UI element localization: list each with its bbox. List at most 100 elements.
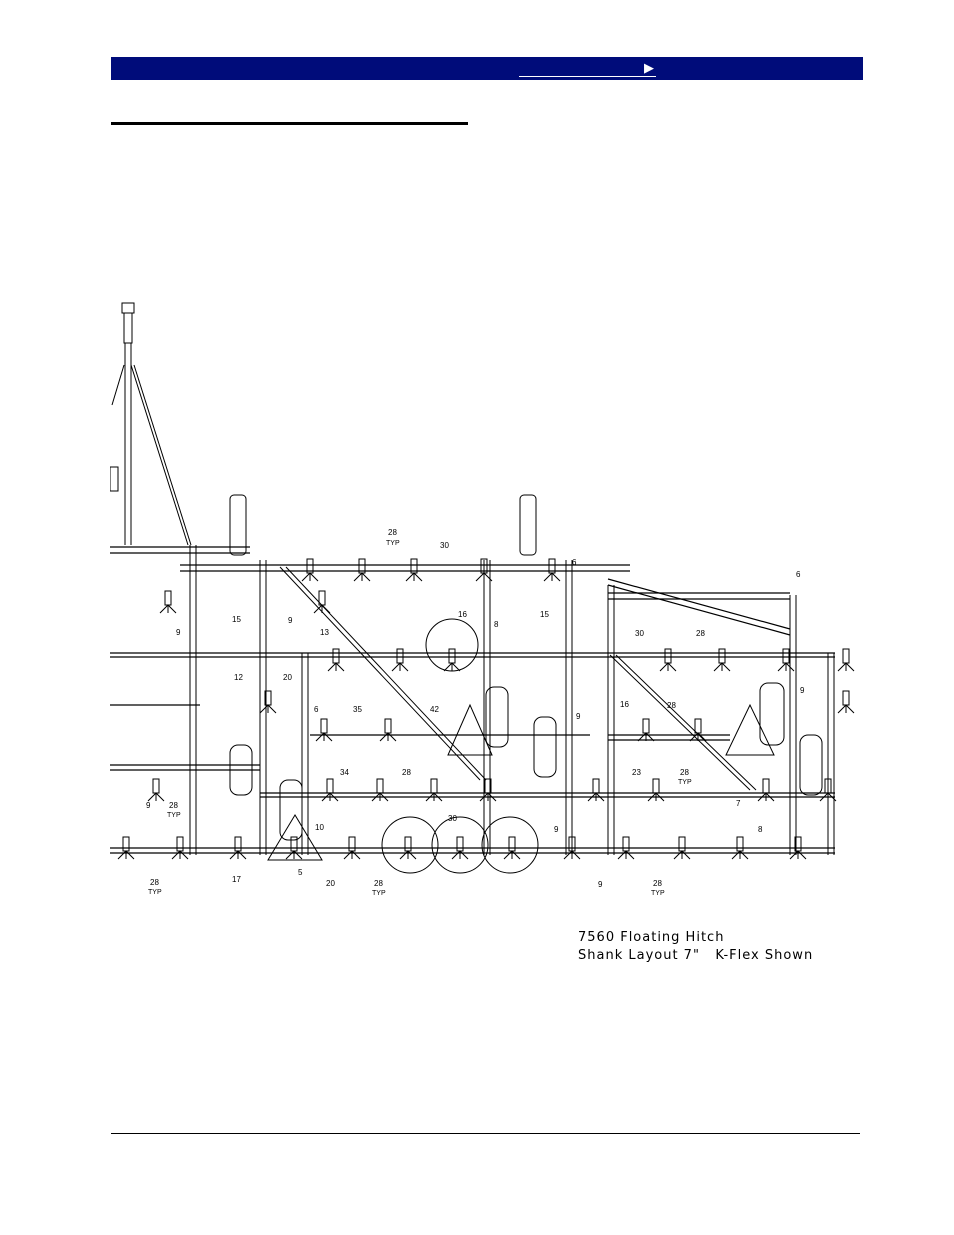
dim-28-b: 28 — [696, 629, 705, 638]
shank-symbol — [689, 718, 707, 742]
dim-typ-top: TYP — [386, 540, 400, 547]
shank-symbol — [731, 836, 749, 860]
dimension-labels: 28 TYP 30 6 6 9 15 9 13 16 8 15 30 28 12… — [146, 528, 805, 897]
shank-symbol — [229, 836, 247, 860]
dim-30-half: 30 — [440, 541, 449, 550]
dim-7-qtr: 7 — [736, 799, 741, 808]
dim-9c: 9 — [800, 686, 805, 695]
shank-symbol — [479, 778, 497, 802]
caption-line-2: Shank Layout 7" K-Flex Shown — [578, 948, 814, 963]
dim-16-half: 16 — [458, 610, 467, 619]
shank-symbol — [587, 778, 605, 802]
shank-symbol — [475, 558, 493, 582]
shank-symbol — [405, 558, 423, 582]
dim-16: 16 — [620, 700, 629, 709]
dim-28-c: 28 — [667, 701, 676, 710]
shank-symbol — [315, 718, 333, 742]
dim-28-i: 28 — [653, 879, 662, 888]
footer-rule — [111, 1133, 860, 1134]
shank-symbol — [391, 648, 409, 672]
shank-symbol — [503, 836, 521, 860]
shank-symbol — [713, 648, 731, 672]
shank-symbol — [789, 836, 807, 860]
dim-5: 5 — [298, 868, 303, 877]
dim-12-half: 12 — [234, 673, 243, 682]
shank-symbol — [757, 778, 775, 802]
dim-15-half-a: 15 — [232, 615, 241, 624]
next-page-link[interactable]: ▶ — [519, 59, 656, 77]
frame-rails — [110, 546, 835, 854]
shank-symbol — [159, 590, 177, 614]
shank-symbol — [117, 836, 135, 860]
hitch-layout-drawing: 28 TYP 30 6 6 9 15 9 13 16 8 15 30 28 12… — [110, 302, 855, 897]
hitch-triangles — [267, 703, 775, 861]
shank-symbol — [171, 836, 189, 860]
shank-symbol — [399, 836, 417, 860]
dim-8-half-b: 8 — [758, 825, 763, 834]
dim-9-half: 9 — [288, 616, 293, 625]
shank-symbol — [371, 778, 389, 802]
shank-symbol — [343, 836, 361, 860]
shank-row — [117, 558, 855, 860]
dim-20: 20 — [283, 673, 292, 682]
section-title-rule — [111, 122, 468, 125]
shank-symbol — [837, 648, 855, 672]
dim-typ-i: TYP — [651, 890, 665, 897]
dim-28-d: 28 — [402, 768, 411, 777]
dim-35: 35 — [353, 705, 362, 714]
dim-28-f: 28 — [169, 801, 178, 810]
shank-symbol — [379, 718, 397, 742]
link-underline — [519, 76, 656, 77]
shank-symbol — [837, 690, 855, 714]
dim-typ-g: TYP — [148, 889, 162, 896]
shank-symbol — [443, 648, 461, 672]
shank-symbol — [647, 778, 665, 802]
dim-28-top: 28 — [388, 528, 397, 537]
header-banner: ▶ — [111, 57, 863, 80]
dim-9a: 9 — [176, 628, 181, 637]
dim-34: 34 — [340, 768, 349, 777]
caption-line-1: 7560 Floating Hitch — [578, 930, 725, 945]
dim-9b: 9 — [576, 712, 581, 721]
dim-typ-f: TYP — [167, 812, 181, 819]
shank-symbol — [313, 590, 331, 614]
dim-6-716: 6 — [572, 558, 577, 567]
shank-symbol — [451, 836, 469, 860]
dim-28-h: 28 — [374, 879, 383, 888]
dim-20-b: 20 — [326, 879, 335, 888]
shank-symbol — [543, 558, 561, 582]
frame-uprights — [189, 545, 835, 855]
dim-23: 23 — [632, 768, 641, 777]
dim-6: 6 — [314, 705, 319, 714]
shank-symbol — [563, 836, 581, 860]
gauge-wheels — [229, 494, 823, 874]
shank-symbol — [777, 648, 795, 672]
shank-symbol — [425, 778, 443, 802]
shank-symbol — [659, 648, 677, 672]
dim-9f: 9 — [598, 880, 603, 889]
hitch-tongue — [110, 302, 192, 546]
shank-symbol — [321, 778, 339, 802]
right-triangle-icon: ▶ — [644, 60, 654, 75]
dim-typ-e: TYP — [678, 779, 692, 786]
dim-42: 42 — [430, 705, 439, 714]
shank-symbol — [301, 558, 319, 582]
figure-caption: 7560 Floating Hitch Shank Layout 7" K-Fl… — [578, 929, 813, 965]
shank-symbol — [673, 836, 691, 860]
shank-symbol — [353, 558, 371, 582]
shank-symbol — [285, 836, 303, 860]
shank-symbol — [147, 778, 165, 802]
shank-symbol — [617, 836, 635, 860]
dim-6-half-r: 6 — [796, 570, 801, 579]
dim-30-b: 30 — [448, 814, 457, 823]
dim-9e: 9 — [554, 825, 559, 834]
shank-symbol — [259, 690, 277, 714]
dim-8-half-a: 8 — [494, 620, 499, 629]
dim-30: 30 — [635, 629, 644, 638]
shank-symbol — [819, 778, 837, 802]
dim-9d: 9 — [146, 801, 151, 810]
dim-28-g: 28 — [150, 878, 159, 887]
dim-typ-h: TYP — [372, 890, 386, 897]
dim-10-half: 10 — [315, 823, 324, 832]
dim-17-half: 17 — [232, 875, 241, 884]
